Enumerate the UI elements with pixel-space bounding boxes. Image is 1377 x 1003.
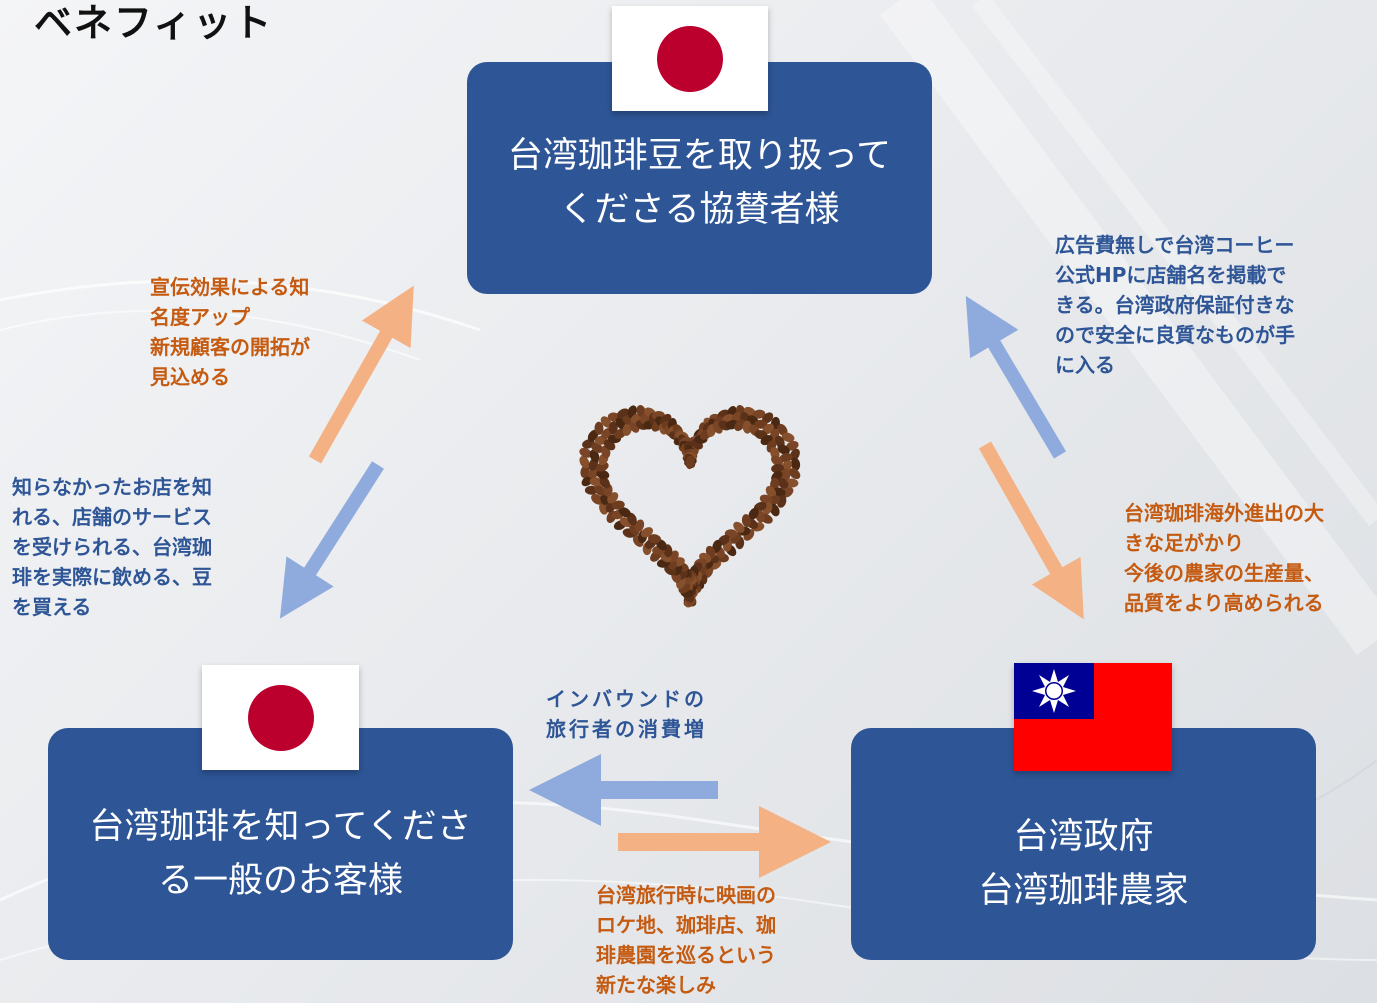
coffee-bean: [781, 432, 795, 443]
coffee-bean: [640, 527, 654, 538]
note-line: 琲農園を巡るという: [596, 943, 776, 967]
arrow-government-to-sponsor: [965, 295, 1067, 459]
japan-flag-disc: [248, 685, 314, 751]
arrow-customer-to-sponsor: [308, 285, 414, 464]
note-line: 広告費無しで台湾コーヒー: [1055, 233, 1295, 257]
sponsor-label-line: 台湾珈琲豆を取り扱って: [507, 135, 892, 176]
coffee-bean: [788, 468, 801, 480]
japan-flag: [612, 6, 768, 111]
note-sponsor-to-customer: 知らなかったお店を知 れる、店舗のサービス を受けられる、台湾珈 琲を実際に飲め…: [12, 472, 212, 622]
note-government-to-customer: インバウンドの 旅行者の消費増: [546, 684, 707, 744]
note-line: 琲を実際に飲める、豆: [12, 565, 212, 589]
note-line: を受けられる、台湾珈: [12, 535, 212, 559]
arrow-sponsor-to-government: [978, 441, 1084, 620]
page-title: ベネフィット: [34, 1, 274, 45]
coffee-bean: [777, 477, 789, 490]
note-customer-to-sponsor: 宣伝効果による知 名度アップ 新規顧客の開拓が 見込める: [150, 272, 310, 392]
sun-icon: [1032, 669, 1076, 713]
coffee-bean: [579, 447, 592, 458]
note-line: 知らなかったお店を知: [12, 475, 212, 499]
arrow-sponsor-to-customer: [279, 461, 384, 619]
note-line: を買える: [12, 595, 92, 619]
coffee-bean: [634, 519, 645, 533]
customer-label-line: 台湾珈琲を知ってくださ: [89, 806, 472, 847]
note-line: ロケ地、珈琲店、珈: [596, 913, 776, 937]
coffee-bean: [594, 484, 606, 496]
coffee-bean: [589, 477, 603, 487]
japan-flag-disc: [657, 26, 723, 92]
coffee-bean: [759, 494, 773, 505]
coffee-bean: [622, 423, 632, 436]
note-line: 今後の農家の生産量、: [1124, 561, 1324, 585]
note-line: ので安全に良質なものが手: [1055, 323, 1295, 347]
coffee-bean: [734, 419, 746, 432]
coffee-bean: [596, 461, 609, 472]
coffee-bean: [594, 421, 604, 435]
government-label-line: 台湾政府: [1013, 816, 1154, 857]
note-line: インバウンドの: [546, 687, 707, 711]
coffee-bean: [580, 465, 590, 478]
coffee-bean: [599, 476, 611, 489]
coffee-bean: [733, 521, 745, 533]
coffee-bean: [748, 507, 759, 520]
coffee-bean: [648, 534, 661, 544]
coffee-bean: [752, 409, 766, 419]
coffee-bean: [589, 449, 600, 463]
note-line: 台湾珈琲海外進出の大: [1124, 501, 1324, 525]
coffee-bean: [685, 455, 695, 469]
coffee-bean: [789, 448, 800, 461]
government-label-line: 台湾珈琲農家: [978, 871, 1189, 911]
coffee-bean: [581, 475, 594, 487]
taiwan-flag: [1014, 663, 1172, 771]
coffee-bean: [771, 463, 785, 474]
note-line: 名度アップ: [150, 305, 250, 329]
note-line: 見込める: [150, 365, 230, 389]
coffee-bean: [754, 419, 768, 429]
note-line: れる、店舗のサービス: [12, 505, 212, 529]
note-government-to-sponsor: 広告費無しで台湾コーヒー 公式HPに店舗名を掲載で きる。台湾政府保証付きな の…: [1055, 230, 1295, 380]
coffee-bean: [791, 457, 801, 471]
coffee-bean: [771, 455, 783, 467]
coffee-bean: [786, 440, 799, 451]
note-line: に入る: [1055, 353, 1115, 377]
note-sponsor-to-government: 台湾珈琲海外進出の大 きな足がかり 今後の農家の生産量、 品質をより高められる: [1124, 498, 1324, 618]
note-line: 宣伝効果による知: [150, 275, 310, 299]
coffee-bean: [741, 514, 751, 528]
coffee-bean-heart-image: [579, 404, 801, 608]
note-line: 台湾旅行時に映画の: [596, 883, 776, 907]
coffee-bean: [591, 493, 603, 505]
note-line: 新規顧客の開拓が: [150, 335, 310, 359]
note-line: きる。台湾政府保証付きな: [1055, 293, 1295, 317]
coffee-bean: [781, 468, 791, 482]
note-line: きな足がかり: [1124, 531, 1244, 555]
coffee-bean: [579, 455, 590, 469]
note-line: 新たな楽しみ: [596, 973, 716, 997]
coffee-bean: [765, 485, 777, 498]
coffee-bean: [779, 453, 793, 463]
coffee-bean: [587, 467, 600, 479]
coffee-bean: [618, 507, 631, 518]
coffee-bean: [785, 478, 799, 488]
coffee-bean: [599, 501, 609, 515]
government-box: 台湾政府 台湾珈琲農家: [851, 728, 1316, 960]
note-line: 旅行者の消費増: [546, 717, 707, 741]
note-line: 公式HPに店舗名を掲載で: [1055, 263, 1287, 287]
coffee-bean: [777, 444, 790, 455]
coffee-bean: [591, 442, 604, 453]
coffee-bean: [712, 539, 722, 553]
note-customer-to-government: 台湾旅行時に映画の ロケ地、珈琲店、珈 琲農園を巡るという 新たな楽しみ: [596, 880, 776, 1000]
japan-flag: [202, 665, 359, 770]
coffee-bean: [608, 421, 618, 435]
customer-label-line: る一般のお客様: [157, 861, 403, 901]
sponsor-label-line: くださる協賛者様: [559, 190, 840, 230]
coffee-bean: [596, 469, 610, 480]
note-line: 品質をより高められる: [1124, 591, 1324, 615]
taiwan-flag-canton: [1014, 663, 1094, 719]
coffee-bean: [611, 500, 625, 510]
